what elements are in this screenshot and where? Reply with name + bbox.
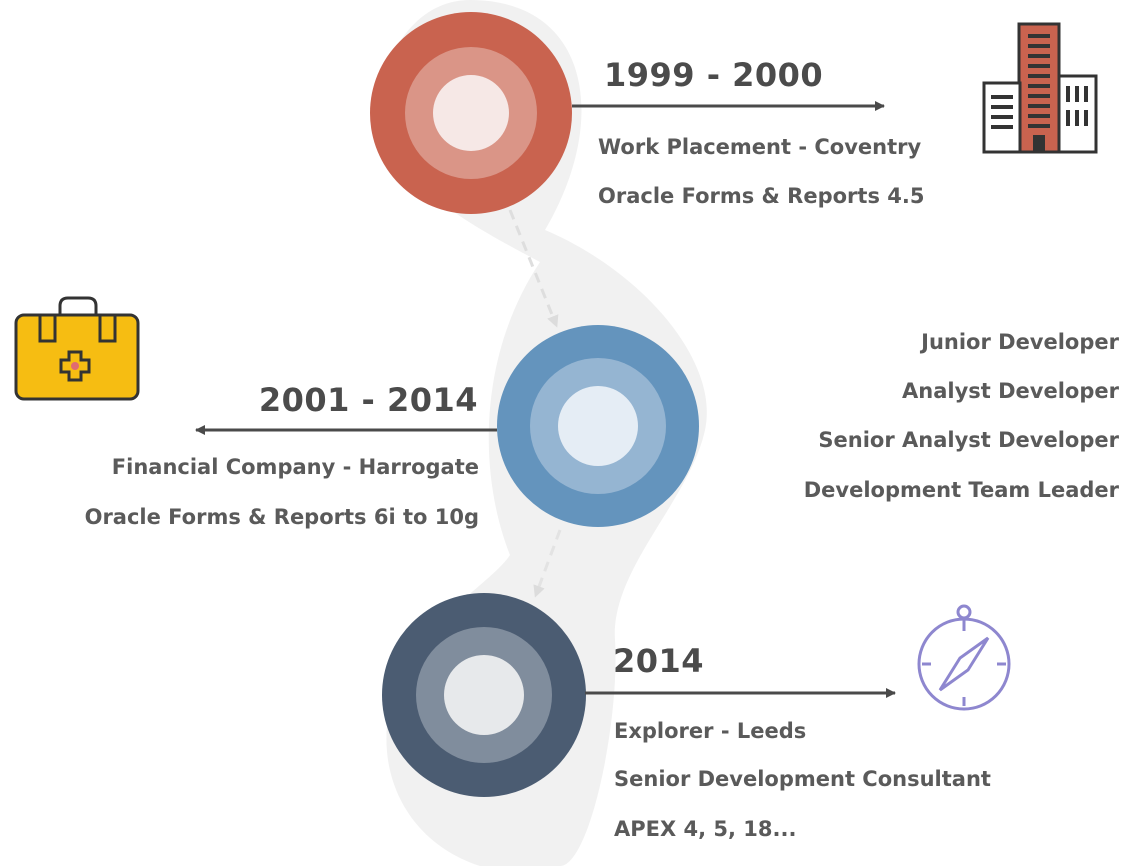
milestone-1-line-1: Work Placement - Coventry	[598, 135, 922, 159]
milestone-2-line-1: Financial Company - Harrogate	[111, 455, 479, 479]
office-building-icon	[982, 22, 1098, 154]
milestone-3-year: 2014	[613, 642, 705, 680]
milestone-2-line-2: Oracle Forms & Reports 6i to 10g	[84, 505, 479, 529]
milestone-3-line-1: Explorer - Leeds	[614, 719, 807, 743]
compass-icon	[917, 604, 1011, 711]
milestone-3-line-3: APEX 4, 5, 18...	[614, 817, 797, 841]
milestone-2-role-1: Junior Developer	[921, 330, 1119, 354]
milestone-1-year: 1999 - 2000	[604, 56, 824, 94]
connector-2	[533, 529, 562, 598]
briefcase-icon	[14, 296, 140, 401]
milestone-2-marker	[497, 325, 699, 527]
milestone-1-marker	[370, 12, 572, 214]
milestone-2-role-4: Development Team Leader	[803, 478, 1119, 502]
milestone-1-line-2: Oracle Forms & Reports 4.5	[598, 184, 925, 208]
milestone-2-role-2: Analyst Developer	[902, 379, 1119, 403]
milestone-3-line-2: Senior Development Consultant	[614, 767, 991, 791]
milestone-3-marker	[382, 593, 586, 797]
milestone-2-year: 2001 - 2014	[258, 381, 478, 419]
connector-1	[508, 209, 559, 328]
milestone-2-role-3: Senior Analyst Developer	[818, 428, 1119, 452]
